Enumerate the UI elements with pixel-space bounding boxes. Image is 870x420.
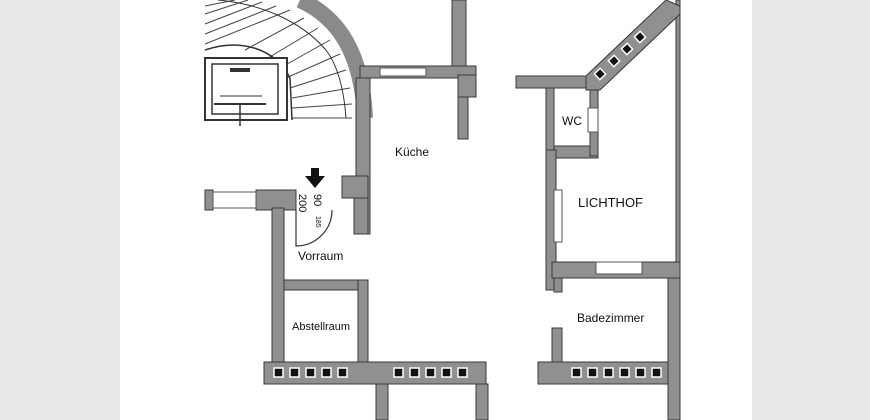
column-marker (393, 367, 404, 378)
room-label-wc: WC (562, 114, 582, 128)
room-label-kueche: Küche (395, 145, 429, 159)
column-markers (273, 30, 662, 378)
column-marker (425, 367, 436, 378)
room-label-lichthof: LICHTHOF (578, 195, 643, 210)
column-marker (593, 67, 607, 81)
column-marker (603, 367, 614, 378)
room-label-abstellraum: Abstellraum (292, 321, 350, 333)
column-marker (607, 54, 621, 68)
column-marker (273, 367, 284, 378)
column-marker (409, 367, 420, 378)
room-label-vorraum: Vorraum (298, 249, 343, 263)
elevator-shaft (204, 57, 288, 121)
column-marker (305, 367, 316, 378)
column-marker (619, 367, 630, 378)
column-marker (289, 367, 300, 378)
column-marker (441, 367, 452, 378)
windows (212, 67, 643, 275)
room-label-badezimmer: Badezimmer (577, 311, 644, 325)
column-marker (635, 367, 646, 378)
column-marker (571, 367, 582, 378)
door-height-small: 185 (314, 216, 321, 228)
column-marker (457, 367, 468, 378)
column-marker (337, 367, 348, 378)
column-marker (651, 367, 662, 378)
column-marker (587, 367, 598, 378)
column-marker (620, 42, 634, 56)
down-arrow-icon (305, 168, 325, 188)
column-marker (633, 30, 647, 44)
column-marker (321, 367, 332, 378)
door-height-main: 200 (296, 194, 308, 212)
door-width-main: 90 (311, 194, 323, 206)
door-swing (295, 209, 333, 247)
